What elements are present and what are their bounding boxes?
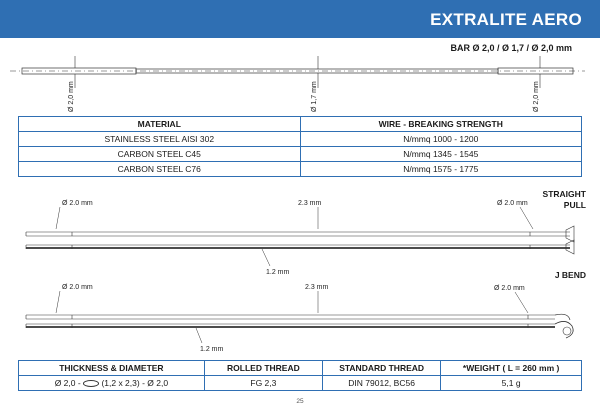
bar-dim-left: Ø 2,0 mm <box>68 81 75 112</box>
rolled-thread-header: ROLLED THREAD <box>203 360 324 376</box>
table-row: CARBON STEEL C76 N/mmq 1575 - 1775 <box>18 161 582 177</box>
bar-dim-right: Ø 2,0 mm <box>533 81 540 112</box>
material-cell: STAINLESS STEEL AISI 302 <box>18 131 301 147</box>
j-bend-label: J BEND <box>554 270 586 280</box>
jb-dim-mid: 2.3 mm <box>305 284 329 291</box>
j-bend-drawing: Ø 2.0 mm 2.3 mm Ø 2.0 mm 1.2 mm <box>25 284 574 353</box>
material-header: MATERIAL <box>18 116 301 132</box>
thickness-prefix: Ø 2,0 - <box>54 378 81 388</box>
thickness-header: THICKNESS & DIAMETER <box>18 360 205 376</box>
table-row: CARBON STEEL C45 N/mmq 1345 - 1545 <box>18 146 582 162</box>
bar-dim-mid: Ø 1,7 mm <box>311 81 318 112</box>
bar-drawing: Ø 2,0 mm Ø 1,7 mm Ø 2,0 mm <box>10 56 585 112</box>
material-cell: CARBON STEEL C76 <box>18 161 301 177</box>
sp-dim-right: Ø 2.0 mm <box>497 200 528 207</box>
straight-pull-drawing: Ø 2.0 mm 2.3 mm Ø 2.0 mm 1.2 mm <box>25 200 575 276</box>
page-number: 25 <box>296 398 304 405</box>
rolled-thread-cell: FG 2,3 <box>203 375 324 391</box>
weight-header: *WEIGHT ( L = 260 mm ) <box>440 360 582 376</box>
straight-pull-label-line1: STRAIGHT <box>542 189 586 199</box>
standard-thread-cell: DIN 79012, BC56 <box>321 375 442 391</box>
jb-dim-bottom: 1.2 mm <box>200 346 224 353</box>
thickness-cell: Ø 2,0 - (1,2 x 2,3) - Ø 2,0 <box>18 375 205 391</box>
weight-cell: 5,1 g <box>440 375 582 391</box>
strength-cell: N/mmq 1000 - 1200 <box>299 131 582 147</box>
table-row: Ø 2,0 - (1,2 x 2,3) - Ø 2,0 FG 2,3 DIN 7… <box>18 375 582 391</box>
straight-pull-label-line2: PULL <box>563 200 586 210</box>
sp-dim-left: Ø 2.0 mm <box>62 200 93 207</box>
bar-spec-label: BAR Ø 2,0 / Ø 1,7 / Ø 2,0 mm <box>450 43 572 53</box>
header-band <box>0 0 600 38</box>
material-cell: CARBON STEEL C45 <box>18 146 301 162</box>
standard-thread-header: STANDARD THREAD <box>321 360 442 376</box>
strength-header: WIRE - BREAKING STRENGTH <box>299 116 582 132</box>
spec-table: THICKNESS & DIAMETER ROLLED THREAD STAND… <box>18 360 582 391</box>
thickness-suffix: (1,2 x 2,3) - Ø 2,0 <box>101 378 169 388</box>
sp-dim-mid: 2.3 mm <box>298 200 322 207</box>
table-row: STAINLESS STEEL AISI 302 N/mmq 1000 - 12… <box>18 131 582 147</box>
oval-section-icon <box>83 380 100 388</box>
strength-cell: N/mmq 1575 - 1775 <box>299 161 582 177</box>
material-table: MATERIAL WIRE - BREAKING STRENGTH STAINL… <box>18 116 582 177</box>
sp-dim-bottom: 1.2 mm <box>266 269 290 276</box>
jb-dim-left: Ø 2.0 mm <box>62 284 93 291</box>
jb-dim-right: Ø 2.0 mm <box>494 285 525 292</box>
page-title: EXTRALITE AERO <box>430 10 582 29</box>
strength-cell: N/mmq 1345 - 1545 <box>299 146 582 162</box>
straight-pull-label: STRAIGHT PULL <box>543 189 586 211</box>
